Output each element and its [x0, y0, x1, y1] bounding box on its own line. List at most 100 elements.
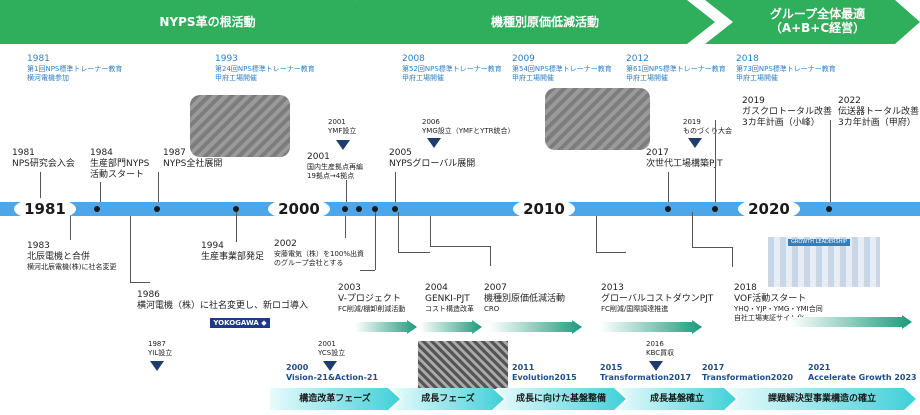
connector	[692, 212, 693, 247]
connector	[490, 246, 491, 266]
yokogawa-logo: YOKOGAWA ◆	[210, 318, 270, 328]
training-2012: 2012 第61回NPS標準トレーナー教育 甲府工場開催	[626, 54, 726, 83]
event-sub: FC削減/国際調達推進	[601, 305, 669, 313]
connector	[668, 172, 669, 204]
phase-arrow-3: グループ全体最適 （A+B+C経営）	[705, 0, 920, 44]
event-2004: 2004 GENKI-PJT コスト構造改革	[425, 283, 474, 314]
event-text: 次世代工場構築PJT	[646, 159, 723, 169]
event-2018-vof: 2018 VOF活動スタート YHQ・YJP・YMG・YMI合同 自社工場実証サ…	[734, 283, 823, 323]
event-year: 2005	[389, 148, 412, 158]
event-year: 2019	[742, 96, 765, 106]
training-year: 2008	[402, 54, 425, 64]
plan-2011: 2011 Evolution2015	[512, 363, 577, 383]
event-year: 1987	[163, 148, 186, 158]
connector	[830, 120, 831, 204]
training-line: 甲府工場開催	[512, 74, 554, 82]
event-photo-2018: GROWTH LEADERSHIP	[768, 237, 880, 287]
training-year: 1993	[215, 54, 238, 64]
event-year: 2017	[646, 148, 669, 158]
event-text: NYPS全社展開	[163, 159, 223, 169]
training-line: 第73回NPS標準トレーナー教育	[736, 65, 836, 73]
event-year: 2018	[734, 283, 757, 293]
stage-label: 成長に向けた基盤整備	[515, 394, 606, 404]
training-line: 甲府工場開催	[736, 74, 778, 82]
progress-arrow	[790, 315, 912, 329]
phase-arrow-1: NYPS革の根活動	[0, 0, 385, 44]
event-1987: 1987 NYPS全社展開	[163, 148, 222, 170]
event-text: NYPSグローバル展開	[389, 159, 476, 169]
event-2019: 2019 ガスクロトータル改善 3カ年計画（小峰）	[742, 96, 832, 129]
event-year: 2007	[484, 283, 507, 293]
progress-arrow	[600, 320, 702, 334]
marker-text: ものづくり大会	[683, 127, 732, 135]
connector	[395, 172, 396, 204]
event-2013: 2013 グローバルコストダウンPJT FC削減/国際調達推進	[601, 283, 713, 314]
training-1981: 1981 第1回NPS標準トレーナー教育 横河電機参加	[27, 54, 122, 83]
stage-arrow-4: 成長基盤確立	[618, 388, 736, 410]
stage-arrow-5: 課題解決型事業構造の確立	[728, 388, 916, 410]
group-photo-1993	[190, 95, 290, 157]
connector	[732, 247, 733, 267]
event-sub: コスト構造改革	[425, 305, 474, 313]
connector	[130, 282, 150, 283]
progress-arrow	[420, 320, 482, 334]
event-year: 2022	[838, 96, 861, 106]
marker-ymg: 2006 YMG設立（YMFとYTR統合）	[422, 118, 515, 136]
event-2001: 2001 国内生産拠点再編 19拠点→4拠点	[307, 152, 363, 181]
seminar-photo-2009	[545, 88, 650, 150]
event-sub: FC削減/棚卸削減活動	[338, 305, 406, 313]
event-2005: 2005 NYPSグローバル展開	[389, 148, 475, 170]
decade-2010: 2010	[513, 198, 575, 220]
connector	[130, 216, 131, 282]
timeline-dot	[665, 206, 671, 212]
event-1986: 1986 横河電機（株）に社名変更し、新ロゴ導入	[137, 290, 308, 312]
training-line: 第54回NPS標準トレーナー教育	[512, 65, 612, 73]
event-2003: 2003 V-プロジェクト FC削減/棚卸削減活動	[338, 283, 405, 314]
event-title: GENKI-PJT	[425, 294, 470, 304]
event-text: 横河電機（株）に社名変更し、新ロゴ導入	[137, 301, 309, 311]
plan-year: 2017	[702, 363, 725, 372]
training-line: 横河電機参加	[27, 74, 69, 82]
marker-text: YIL設立	[148, 349, 173, 357]
event-text: 国内生産拠点再編	[307, 163, 363, 171]
progress-arrow	[355, 320, 417, 334]
marker-year: 1987	[148, 340, 166, 348]
training-2018: 2018 第73回NPS標準トレーナー教育 甲府工場開催	[736, 54, 836, 83]
training-line: 甲府工場開催	[215, 74, 257, 82]
event-text: ガスクロトータル改善	[742, 107, 833, 117]
marker-kbc: 2016 KBC買収	[646, 340, 674, 358]
stage-arrow-1: 構造改革フェーズ	[270, 388, 400, 410]
marker-triangle	[427, 138, 441, 148]
connector	[430, 246, 490, 247]
connector	[346, 180, 347, 204]
event-2022: 2022 伝送器トータル改善 3カ年計画（甲府）	[838, 96, 919, 129]
timeline-dot	[372, 206, 378, 212]
event-2002: 2002 安藤電気（株）を100%出資 のグループ会社とする	[274, 239, 364, 268]
event-year: 2004	[425, 283, 448, 293]
event-1984: 1984 生産部門NYPS 活動スタート	[90, 148, 149, 181]
event-text: 生産事業部発足	[201, 252, 265, 262]
decade-2020: 2020	[738, 198, 800, 220]
plan-year: 2015	[600, 363, 623, 372]
marker-year: 2016	[646, 340, 664, 348]
marker-year: 2001	[328, 118, 346, 126]
plan-year: 2000	[286, 363, 309, 372]
connector	[715, 120, 716, 204]
connector	[596, 216, 597, 252]
plan-name: Accelerate Growth 2023	[808, 373, 917, 382]
event-text: 活動スタート	[90, 170, 145, 180]
event-1981: 1981 NPS研究会入会	[12, 148, 75, 170]
event-text: 横河北辰電機(株)に社名変更	[27, 263, 117, 271]
timeline-dot	[154, 206, 160, 212]
plan-2000: 2000 Vision-21&Action-21	[286, 363, 378, 383]
marker-text: KBC買収	[646, 349, 675, 357]
training-line: 第24回NPS標準トレーナー教育	[215, 65, 315, 73]
marker-triangle	[336, 140, 350, 150]
connector	[375, 212, 376, 270]
training-2009: 2009 第54回NPS標準トレーナー教育 甲府工場開催	[512, 54, 612, 83]
connector	[360, 270, 375, 271]
timeline-dot	[233, 206, 239, 212]
event-year: 1983	[27, 241, 50, 251]
event-text: 19拠点→4拠点	[307, 172, 355, 180]
timeline-bar	[0, 202, 920, 216]
